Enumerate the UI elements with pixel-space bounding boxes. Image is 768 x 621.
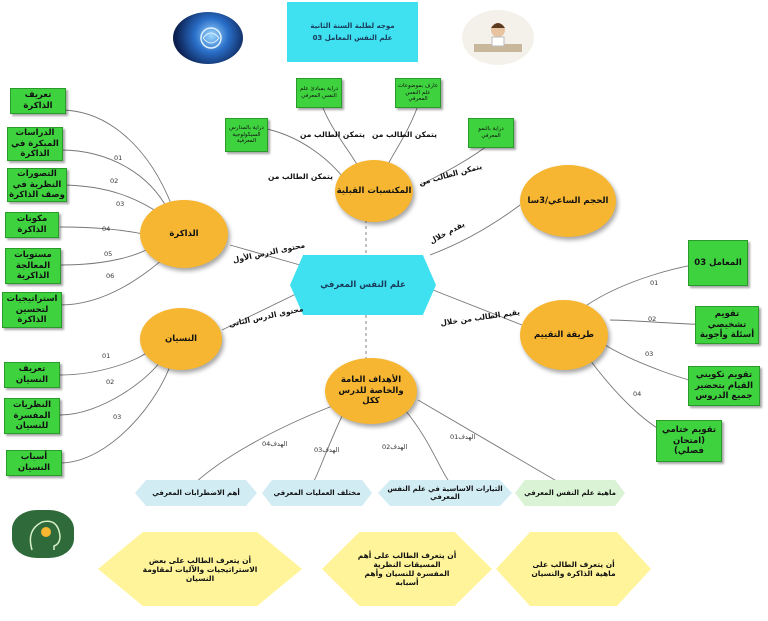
forgetting-num-1: 01 [102, 352, 111, 360]
forgetting-item-2: النظريات المفسرة للنسيان [4, 398, 60, 434]
brain-photo [173, 12, 243, 64]
prereq-box-3: عارف بموضوعات علم النفس المعرفي [395, 78, 441, 108]
goal-label-3: الهدف03 [314, 446, 340, 454]
forgetting-node: النسيان [140, 308, 222, 370]
evaluation-num-1: 01 [650, 279, 659, 287]
evaluation-num-3: 03 [645, 350, 654, 358]
prereq-box-4: دراية بالنمو المعرفي [468, 118, 514, 148]
forgetting-num-3: 03 [113, 413, 122, 421]
outcome-3: أن يتعرف الطالب على بعض الاستراتيجيات وا… [98, 532, 302, 606]
evaluation-item-2: تقويم تشخيصي أسئلة وأجوبة [695, 306, 759, 344]
goals-node: الأهداف العامة والخاصة للدرس ككل [325, 358, 417, 424]
able-label-1: يتمكن الطالب من [268, 172, 333, 181]
evaluation-item-4: تقويم ختامي (امتحان فصلي) [656, 420, 722, 462]
memory-num-3: 03 [116, 200, 125, 208]
memory-num-4: 04 [102, 225, 111, 233]
brain-icon [200, 27, 222, 49]
student-icon [474, 23, 522, 52]
head-photo [12, 510, 74, 558]
course-header: موجه لطلبة السنة الثانية علم النفس المعا… [287, 2, 418, 62]
hourly-volume-node: الحجم الساعي/3سا [520, 165, 616, 237]
outcome-1: أن يتعرف الطالب على ماهية الذاكرة والنسي… [496, 532, 651, 606]
prereq-box-2: دراية بمبادئ علم النفس المعرفي [296, 78, 342, 108]
outcome-2: أن يتعرف الطالب على أهم المسيقات النظرية… [322, 532, 492, 606]
able-label-2: يتمكن الطالب من [300, 130, 365, 139]
prereq-box-1: دراية بالمدارس السيكولوجية المعرفية [225, 118, 268, 152]
goal-hex-1: ماهية علم النفس المعرفي [515, 480, 625, 506]
student-photo [462, 10, 534, 65]
goal-label-2: الهدف02 [382, 443, 408, 451]
header-line1: موجه لطلبة السنة الثانية [310, 21, 395, 30]
evaluation-item-1: المعامل 03 [688, 240, 748, 286]
memory-item-1: تعريف الذاكرة [10, 88, 66, 114]
memory-item-4: مكونات الذاكرة [5, 212, 59, 238]
goal-hex-3: مختلف العمليات المعرفي [262, 480, 372, 506]
memory-num-5: 05 [104, 250, 113, 258]
forgetting-item-3: أسباب النسيان [6, 450, 62, 476]
prerequisites-node: المكتسبات القبلية [335, 160, 413, 222]
goal-label-1: الهدف01 [450, 433, 476, 441]
evaluation-num-4: 04 [633, 390, 642, 398]
memory-item-3: التصورات النظرية في وصف الذاكرة [7, 168, 67, 202]
evaluation-node: طريقة التقييم [520, 300, 608, 370]
forgetting-item-1: تعريف النسيان [4, 362, 60, 388]
memory-item-5: مستويات المعالجة الذاكرية [5, 248, 61, 284]
memory-num-1: 01 [114, 154, 123, 162]
memory-num-2: 02 [110, 177, 119, 185]
goal-hex-2: التيارات الاساسية في علم النفس المعرفي [378, 480, 512, 506]
header-line2: علم النفس المعامل 03 [312, 33, 393, 42]
forgetting-num-2: 02 [106, 378, 115, 386]
central-node: علم النفس المعرفي [290, 255, 436, 315]
memory-item-2: الدراسات المبكرة في الذاكرة [7, 127, 63, 161]
memory-num-6: 06 [106, 272, 115, 280]
evaluation-num-2: 02 [648, 315, 657, 323]
head-icon [29, 520, 61, 551]
goal-label-4: الهدف04 [262, 440, 288, 448]
able-label-3: يتمكن الطالب من [372, 130, 437, 139]
central-node-label: علم النفس المعرفي [320, 280, 406, 290]
memory-node: الذاكرة [140, 200, 228, 268]
memory-item-6: استراتيجيات لتحسين الذاكرة [2, 292, 62, 328]
evaluation-item-3: تقويم تكويني القيام بتحضير جميع الدروس [688, 366, 760, 406]
goal-hex-4: أهم الاضطرابات المعرفي [135, 480, 257, 506]
